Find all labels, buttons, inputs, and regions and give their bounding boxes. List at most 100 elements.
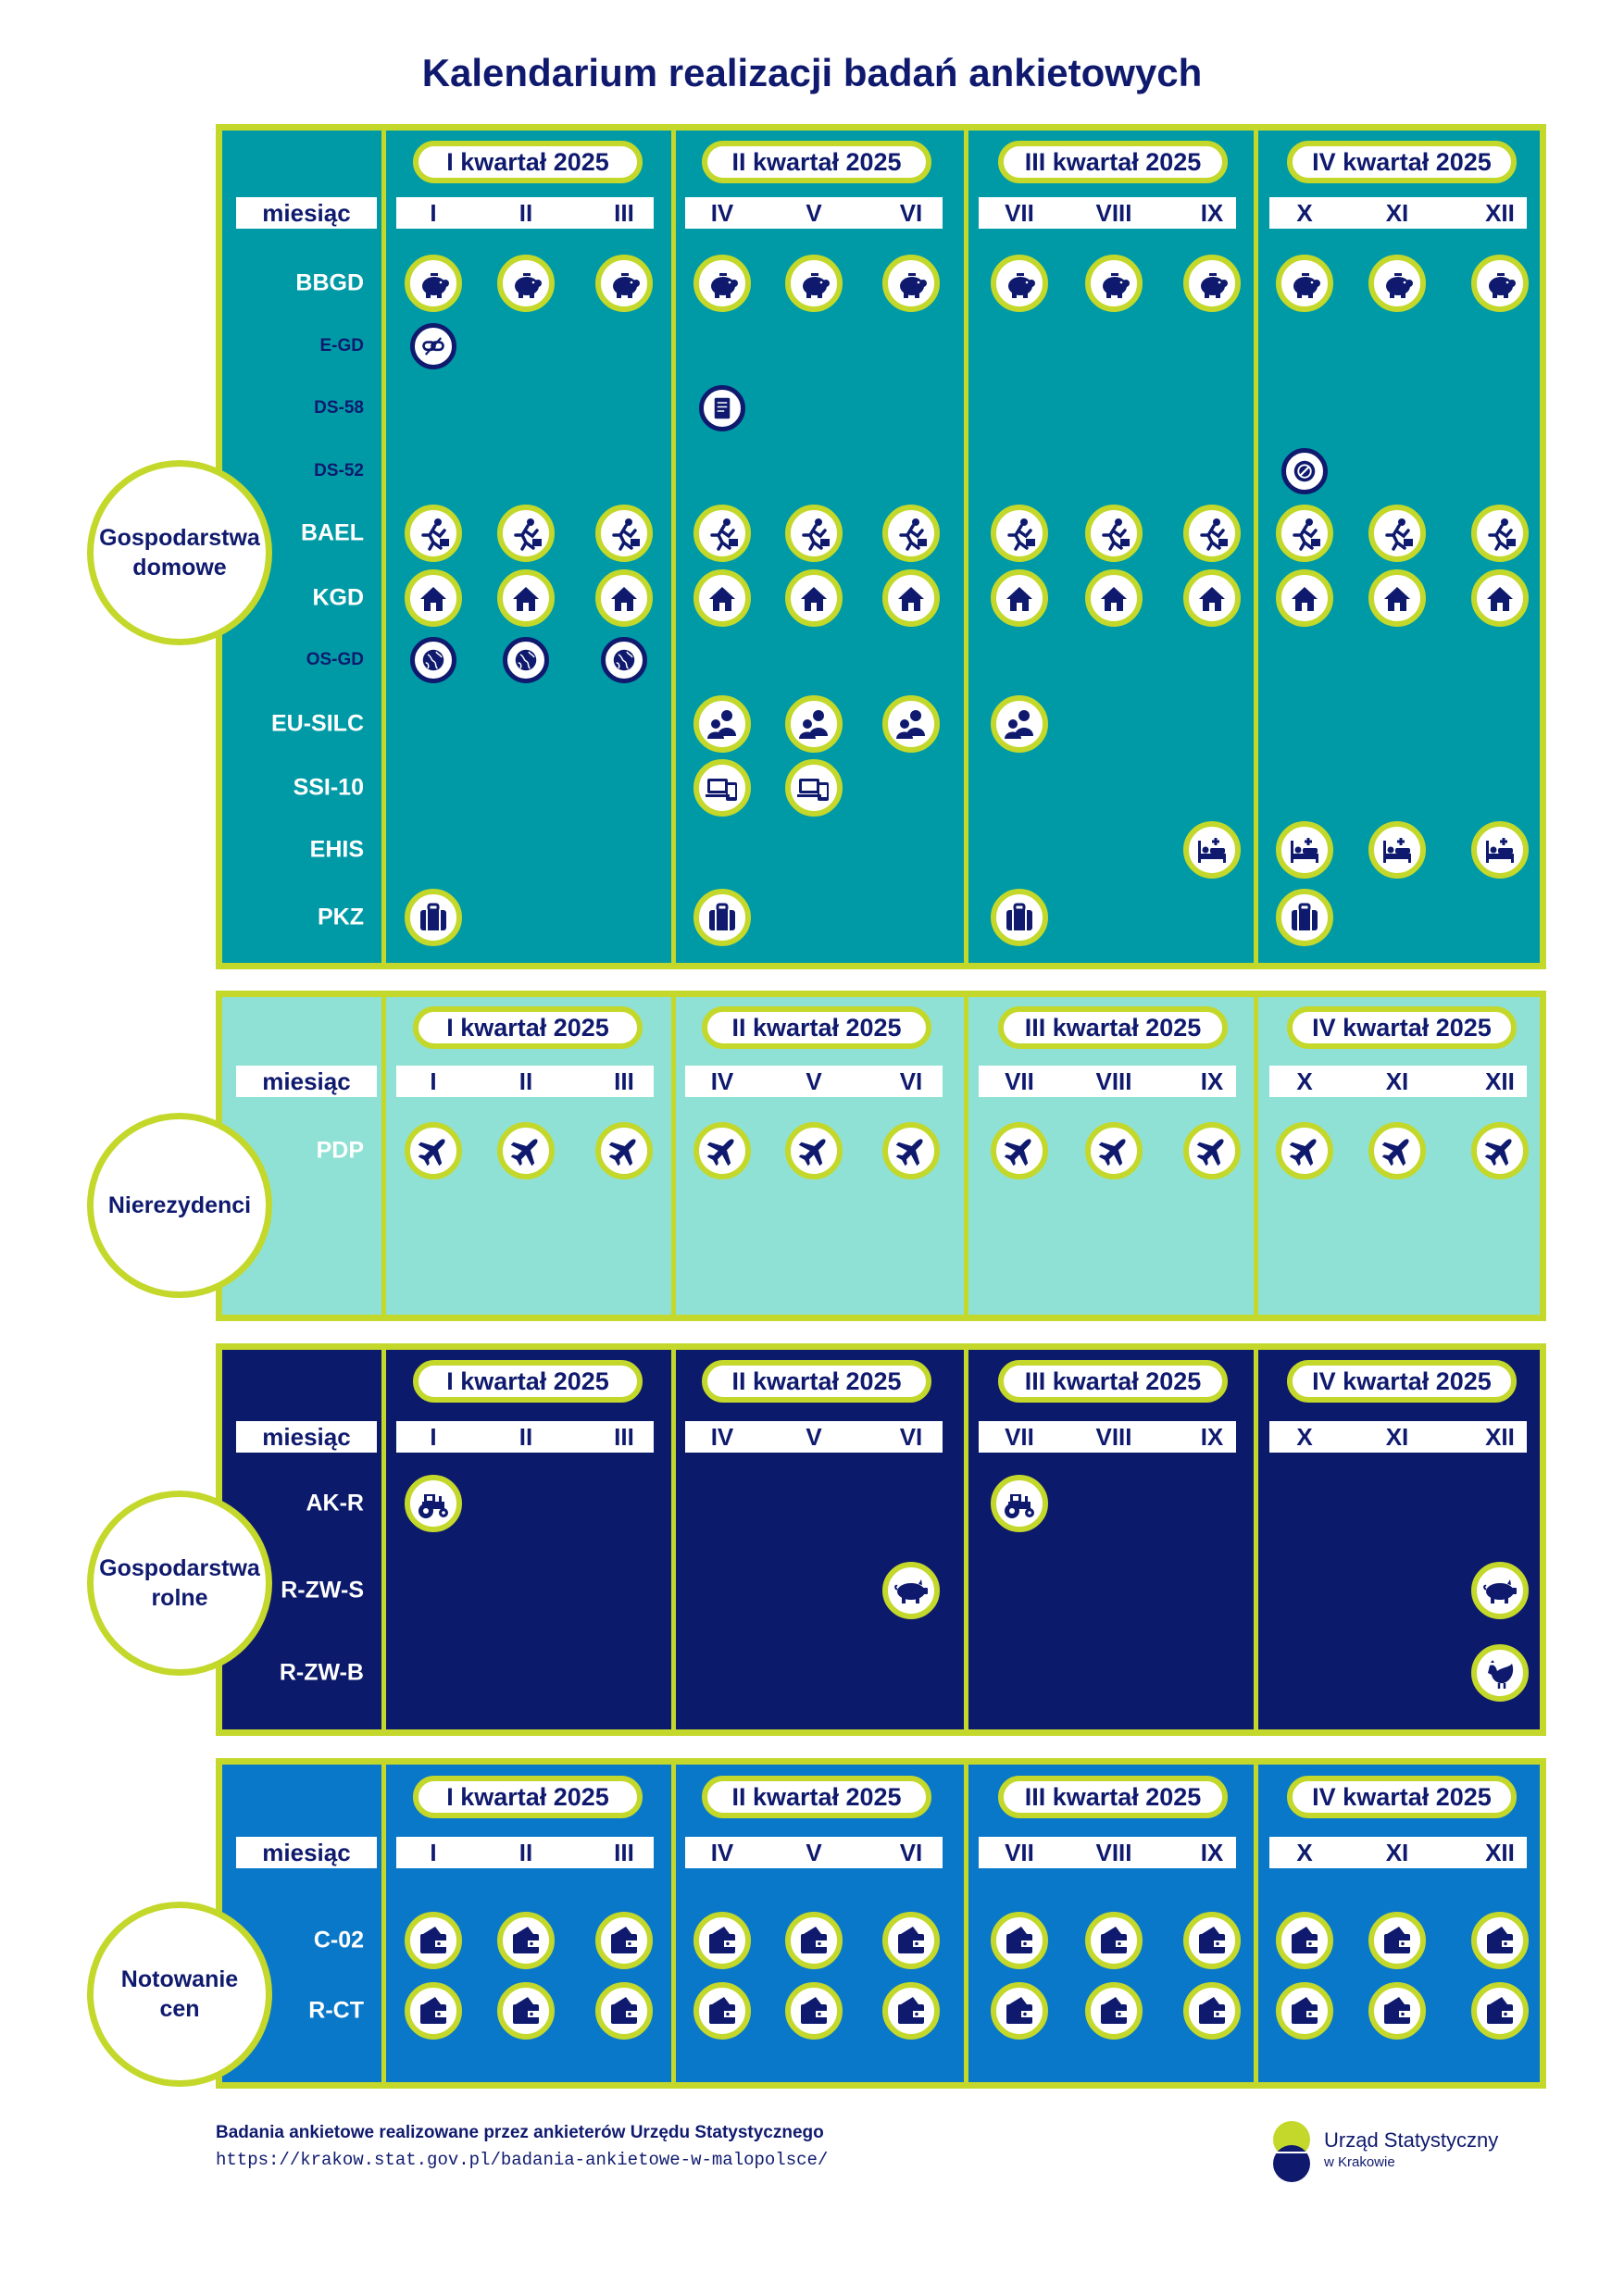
- plane-glyph: [1289, 1139, 1317, 1167]
- tractor-glyph: [418, 1494, 448, 1518]
- quarter-divider: [381, 131, 386, 963]
- wallet-glyph: [1292, 1997, 1318, 2024]
- piggy-bank-glyph: [515, 273, 542, 298]
- wallet-glyph: [513, 1927, 539, 1953]
- wallet-glyph: [1006, 1927, 1032, 1953]
- survey-label: OS-GD: [306, 650, 364, 669]
- tractor-glyph: [1005, 1494, 1034, 1518]
- office-logo: Urząd Statystyczny w Krakowie: [1268, 2115, 1500, 2185]
- quarter-badge: III kwartał 2025: [998, 141, 1228, 183]
- plane-glyph: [608, 1139, 636, 1167]
- wallet-icon: [693, 1912, 751, 1969]
- survey-label: EHIS: [309, 836, 364, 863]
- piggy-bank-icon: [1183, 255, 1241, 312]
- wallet-glyph: [1199, 1927, 1225, 1953]
- piggy-bank-icon: [991, 255, 1048, 312]
- footer-note: Badania ankietowe realizowane przez anki…: [216, 2123, 824, 2142]
- bed-icon: [1183, 821, 1241, 879]
- worker-glyph: [1102, 518, 1130, 551]
- wallet-glyph: [513, 1997, 539, 2024]
- footer-link[interactable]: https://krakow.stat.gov.pl/badania-ankie…: [216, 2150, 829, 2170]
- category-label: Gospodarstwa: [99, 525, 260, 551]
- wallet-icon: [1085, 1982, 1143, 2040]
- quarter-divider: [381, 1765, 386, 2082]
- quarter-badge: II kwartał 2025: [702, 1360, 931, 1403]
- people-icon: [785, 695, 843, 753]
- logo-mark-icon: [1273, 2121, 1310, 2182]
- quarter-divider: [1254, 131, 1258, 963]
- wallet-glyph: [801, 1997, 827, 2024]
- tractor-icon: [991, 1475, 1048, 1532]
- house-glyph: [611, 587, 637, 611]
- survey-label: R-CT: [308, 1997, 364, 2024]
- wallet-glyph: [611, 1927, 637, 1953]
- wallet-glyph: [611, 1997, 637, 2024]
- people-glyph: [707, 710, 736, 739]
- worker-icon: [693, 505, 751, 562]
- plane-icon: [1276, 1122, 1333, 1179]
- plane-icon: [693, 1122, 751, 1179]
- piggy-bank-glyph: [1201, 273, 1228, 298]
- wallet-icon: [405, 1982, 462, 2040]
- quarter-divider: [671, 131, 676, 963]
- month-name: IX: [1200, 199, 1224, 227]
- piggy-bank-icon: [1471, 255, 1529, 312]
- plane-glyph: [895, 1139, 923, 1167]
- month-name: IV: [710, 1839, 734, 1866]
- wallet-glyph: [898, 1927, 924, 1953]
- month-name: XII: [1485, 1067, 1515, 1095]
- wallet-icon: [991, 1912, 1048, 1969]
- piggy-bank-icon: [595, 255, 653, 312]
- worker-glyph: [1293, 518, 1320, 551]
- devices-icon: [785, 759, 843, 817]
- wallet-glyph: [801, 1927, 827, 1953]
- hen-icon: [1471, 1644, 1529, 1702]
- globe-glyph: [422, 649, 444, 671]
- devices-glyph: [797, 779, 829, 801]
- month-name: VIII: [1095, 1423, 1132, 1451]
- month-name: VI: [899, 199, 923, 227]
- month-name: V: [806, 1067, 822, 1095]
- quarter-badge: I kwartał 2025: [413, 1006, 643, 1049]
- quarter-divider: [381, 997, 386, 1315]
- month-name: V: [806, 1839, 822, 1866]
- month-name: VI: [899, 1423, 923, 1451]
- month-name: VII: [1005, 199, 1034, 227]
- wallet-icon: [1183, 1982, 1241, 2040]
- survey-label: KGD: [312, 584, 364, 611]
- worker-icon: [497, 505, 555, 562]
- quarter-badge: III kwartał 2025: [998, 1006, 1228, 1049]
- worker-glyph: [514, 518, 542, 551]
- house-icon: [595, 569, 653, 627]
- document-glyph: [714, 397, 731, 419]
- wallet-glyph: [1384, 1927, 1410, 1953]
- month-name: XII: [1485, 1839, 1515, 1866]
- quarter-divider: [671, 997, 676, 1315]
- wallet-glyph: [1487, 1927, 1513, 1953]
- plane-icon: [497, 1122, 555, 1179]
- quarter-badge: II kwartał 2025: [702, 1006, 931, 1049]
- wheel-glyph: [1293, 460, 1316, 482]
- month-name: IV: [710, 199, 734, 227]
- quarter-badge: I kwartał 2025: [413, 1776, 643, 1818]
- wallet-glyph: [1101, 1927, 1127, 1953]
- month-name: XI: [1385, 1067, 1409, 1095]
- quarter-divider: [381, 1350, 386, 1729]
- quarter-badge: III kwartał 2025: [998, 1360, 1228, 1403]
- month-name: III: [614, 1839, 634, 1866]
- month-name: I: [430, 199, 437, 227]
- survey-label: SSI-10: [293, 774, 364, 801]
- month-name: IX: [1200, 1423, 1224, 1451]
- suitcase-icon: [405, 889, 462, 946]
- piggy-bank-icon: [1085, 255, 1143, 312]
- plane-glyph: [1004, 1139, 1031, 1167]
- quarter-badge: IV kwartał 2025: [1287, 1776, 1517, 1818]
- plane-icon: [882, 1122, 940, 1179]
- house-icon: [882, 569, 940, 627]
- worker-icon: [991, 505, 1048, 562]
- month-name: VII: [1005, 1067, 1034, 1095]
- piggy-bank-glyph: [1293, 273, 1320, 298]
